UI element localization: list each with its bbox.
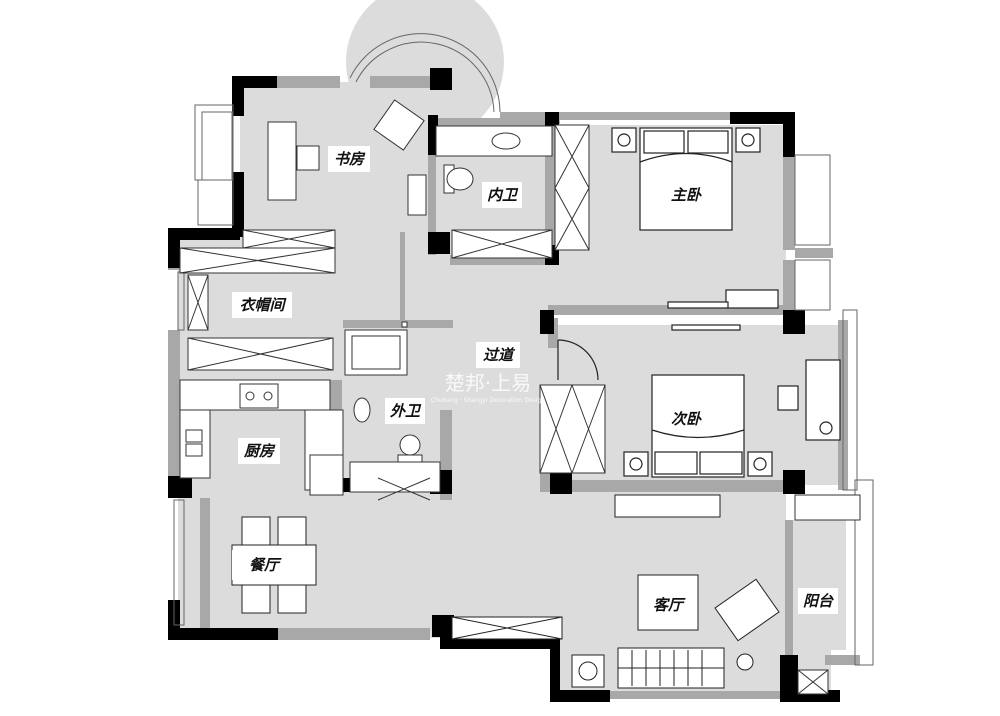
master-bed bbox=[611, 127, 779, 309]
study-furniture bbox=[267, 99, 427, 328]
label-living-room: 客厅 bbox=[653, 596, 686, 614]
label-master-bedroom: 主卧 bbox=[671, 186, 702, 204]
label-guest-bath: 外卫 bbox=[389, 402, 422, 420]
wall-corners bbox=[168, 68, 840, 702]
kitchen-fixtures bbox=[179, 379, 344, 496]
window-frames bbox=[173, 33, 874, 666]
label-corridor: 过道 bbox=[483, 346, 516, 364]
label-dining-room: 餐厅 bbox=[249, 556, 282, 574]
guest-bath-fixtures bbox=[344, 329, 441, 501]
ensuite-fixtures bbox=[435, 125, 553, 194]
watermark-subtitle: Chubang · Shangyi Decoration Design bbox=[431, 397, 545, 404]
closet-cabinets bbox=[179, 124, 606, 474]
balcony-fixtures bbox=[794, 494, 861, 695]
label-second-bedroom: 次卧 bbox=[671, 410, 702, 428]
label-balcony: 阳台 bbox=[803, 592, 834, 610]
label-kitchen: 厨房 bbox=[243, 442, 276, 460]
label-ensuite-bath: 内卫 bbox=[487, 186, 519, 204]
label-study: 书房 bbox=[334, 150, 366, 168]
study-column bbox=[430, 68, 452, 90]
label-plaques bbox=[232, 146, 838, 620]
watermark-logo: 楚邦·上易 bbox=[445, 371, 531, 395]
label-walk-in-closet: 衣帽间 bbox=[239, 296, 287, 314]
